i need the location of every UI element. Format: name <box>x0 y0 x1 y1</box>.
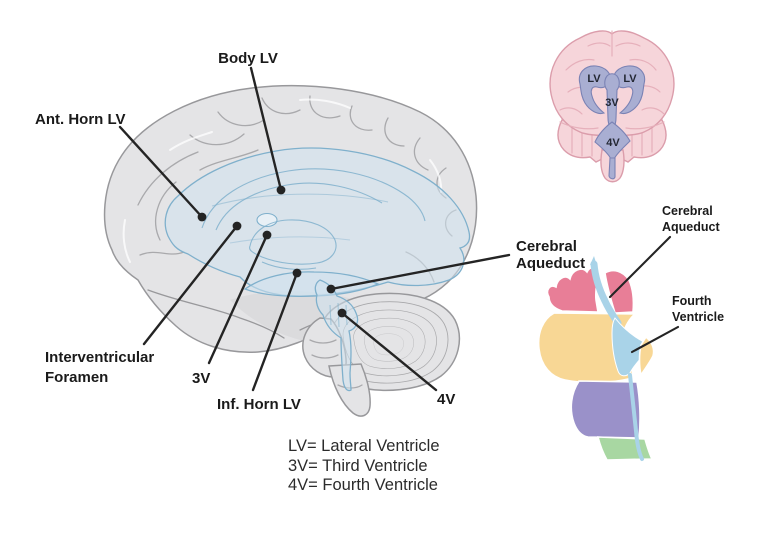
inf-horn-leader <box>251 271 299 392</box>
lateral-ventricle-body <box>164 147 471 297</box>
coronal-brain-inset: LV LV 3V 4V <box>549 30 675 183</box>
body-lv-dot <box>276 185 286 195</box>
inferior-horn <box>243 271 380 297</box>
legend-line-4v: 4V= Fourth Ventricle <box>288 476 438 494</box>
coronal-labels: LV LV 3V 4V <box>587 73 637 149</box>
coronal-3v-label: 3V <box>605 97 619 109</box>
csf-fourth-ventricle <box>611 317 648 377</box>
ventricles-overlay <box>164 147 471 392</box>
third-ventricle-dot <box>262 230 272 240</box>
inf-horn-dot <box>292 268 302 278</box>
coronal-gyri <box>559 30 665 130</box>
aqueduct-and-fourth-ventricle <box>314 279 359 392</box>
coronal-right-lateral-ventricle <box>613 65 646 115</box>
legend-line-lv: LV= Lateral Ventricle <box>288 437 440 455</box>
fourth-ventricle-dot <box>337 308 347 318</box>
third-ventricle-label: 3V <box>192 370 210 387</box>
inf-horn-lv-label: Inf. Horn LV <box>217 396 301 413</box>
cerebral-aqueduct-label-line1: Cerebral <box>516 238 577 255</box>
thalamus-outline <box>249 219 337 265</box>
ant-horn-dot <box>197 212 207 222</box>
coronal-ventricles <box>578 65 646 180</box>
inset-cerebral-aqueduct-label-line2: Aqueduct <box>662 220 720 234</box>
legend-line-3v: 3V= Third Ventricle <box>288 457 428 475</box>
third-ventricle-leader <box>207 233 269 365</box>
ant-horn-leader <box>118 125 204 219</box>
septum-oval <box>256 212 278 228</box>
coronal-left-lateral-ventricle <box>578 65 611 115</box>
inset-leaders <box>608 235 680 354</box>
cerebral-aqueduct-leader <box>329 253 511 291</box>
main-lateral-brain-diagram: Body LV Ant. Horn LV Interventricular Fo… <box>35 50 585 417</box>
inset-fourth-ventricle-label-line1: Fourth <box>672 294 712 308</box>
inset-midbrain-left <box>546 266 600 313</box>
cerebral-aqueduct-label-line2: Aqueduct <box>516 255 585 272</box>
ant-horn-lv-label: Ant. Horn LV <box>35 111 126 128</box>
interventricular-foramen-leader <box>142 224 239 346</box>
fourth-ventricle-leader <box>340 311 438 392</box>
interventricular-foramen-label-line2: Foramen <box>45 369 108 386</box>
csf-aqueduct-band <box>590 260 622 327</box>
inset-medulla <box>570 380 641 439</box>
main-labels: Body LV Ant. Horn LV Interventricular Fo… <box>35 50 585 413</box>
fourth-ventricle-label: 4V <box>437 391 455 408</box>
csf-central-canal <box>628 373 644 461</box>
coronal-lv-left-label: LV <box>587 73 601 85</box>
interventricular-foramen-dot <box>232 221 242 231</box>
inset-velum-flap <box>638 335 655 378</box>
inset-fourth-ventricle-leader <box>630 325 680 354</box>
inset-labels: Cerebral Aqueduct Fourth Ventricle <box>662 204 724 324</box>
inset-fourth-ventricle-label-line2: Ventricle <box>672 310 724 324</box>
abbreviation-legend: LV= Lateral Ventricle 3V= Third Ventricl… <box>288 437 440 494</box>
inset-cerebral-aqueduct-leader <box>608 235 672 299</box>
corpus-callosum-arc <box>201 168 426 229</box>
coronal-4v-label: 4V <box>606 137 620 149</box>
interventricular-foramen-label-line1: Interventricular <box>45 349 154 366</box>
inset-cerebral-aqueduct-label-line1: Cerebral <box>662 204 713 218</box>
inset-csf-channel <box>590 256 648 461</box>
inset-spinal-cord <box>596 436 654 461</box>
brainstem-inset: Cerebral Aqueduct Fourth Ventricle <box>537 204 724 461</box>
body-lv-label: Body LV <box>218 50 278 67</box>
coronal-central-canal <box>608 157 616 180</box>
coronal-lv-right-label: LV <box>623 73 637 85</box>
body-lv-leader <box>249 66 283 192</box>
cerebral-aqueduct-dot <box>326 284 336 294</box>
leader-lines <box>118 66 511 392</box>
